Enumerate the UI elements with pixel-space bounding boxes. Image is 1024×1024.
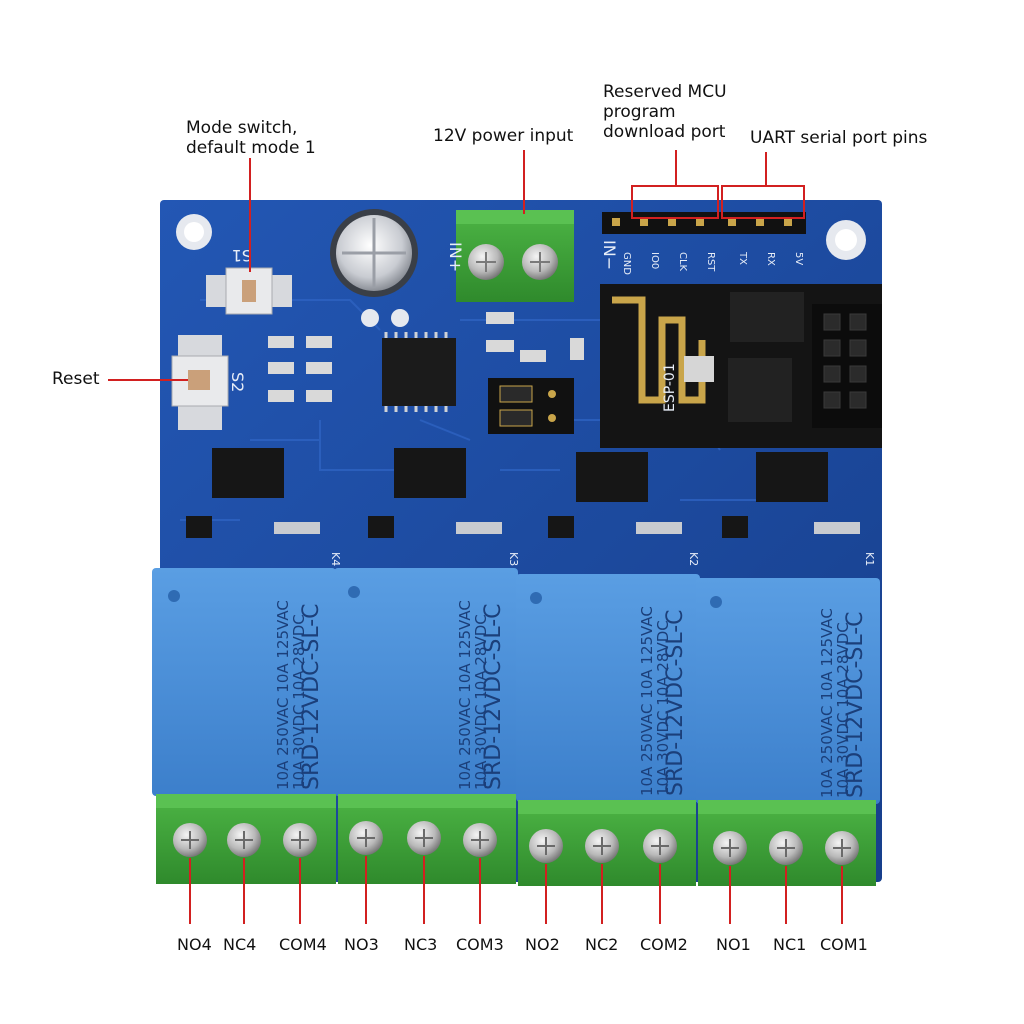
k4-silk: K4	[329, 552, 342, 566]
terminal-label-no2: NO2	[525, 935, 560, 954]
relay-k2	[516, 574, 700, 802]
pin-label-tx: TX	[737, 251, 748, 265]
pin-label-clk: CLK	[677, 252, 688, 272]
mode-switch-s1[interactable]	[206, 267, 292, 315]
terminal-label-no3: NO3	[344, 935, 379, 954]
relay-k3-line1: 10A 250VAC 10A 125VAC	[456, 600, 474, 790]
k2-silk: K2	[687, 552, 700, 566]
k3-silk: K3	[507, 552, 520, 566]
terminal-label-nc2: NC2	[585, 935, 619, 954]
esp01-module[interactable]	[600, 284, 882, 448]
callout-lines	[108, 150, 843, 924]
power-terminal-block[interactable]	[456, 210, 574, 302]
terminal-label-nc3: NC3	[404, 935, 438, 954]
relay-k1-line1: 10A 250VAC 10A 125VAC	[818, 608, 836, 798]
relay-k1-text: SRD-12VDC-SL-C 10A 250VAC 10A 125VAC 10A…	[818, 608, 868, 798]
k1-silk: K1	[863, 552, 876, 566]
reset-label: Reset	[52, 369, 100, 389]
terminal-label-com4: COM4	[279, 935, 327, 954]
mcu-port-label-line1: Reserved MCU	[603, 82, 727, 102]
pin-label-5v: 5V	[793, 252, 804, 265]
relay-k4-text: SRD-12VDC-SL-C 10A 250VAC 10A 125VAC 10A…	[274, 600, 324, 790]
mounting-holes	[176, 214, 866, 327]
mcu-port-label-line2: program	[603, 102, 676, 122]
relay-k3	[334, 568, 518, 796]
terminal-screws[interactable]	[173, 821, 859, 865]
mode-jumper-header[interactable]	[488, 378, 574, 434]
relay-k2-text: SRD-12VDC-SL-C 10A 250VAC 10A 125VAC 10A…	[638, 606, 688, 796]
terminal-label-com1: COM1	[820, 935, 868, 954]
relay-k1	[696, 578, 880, 804]
power-input-label: 12V power input	[433, 126, 574, 146]
mode-switch-label-line2: default mode 1	[186, 138, 316, 158]
relay-k2-line2: 10A 30VDC 10A 28VDC	[654, 620, 672, 796]
electrolytic-capacitor	[330, 209, 418, 297]
mode-switch-label-line1: Mode switch,	[186, 118, 298, 138]
pin-label-io0: IO0	[649, 252, 660, 269]
mcu-port-label-line3: download port	[603, 122, 726, 142]
in-minus-silk: IN−	[600, 240, 619, 270]
relay-k3-text: SRD-12VDC-SL-C 10A 250VAC 10A 125VAC 10A…	[456, 600, 506, 790]
relay-k3-model: SRD-12VDC-SL-C	[481, 603, 506, 790]
relay-k3-line2: 10A 30VDC 10A 28VDC	[472, 614, 490, 790]
mcu-port-label: Reserved MCU program download port	[603, 82, 727, 142]
terminal-label-no1: NO1	[716, 935, 751, 954]
relay-k2-line1: 10A 250VAC 10A 125VAC	[638, 606, 656, 796]
terminal-label-nc1: NC1	[773, 935, 807, 954]
terminal-label-com2: COM2	[640, 935, 688, 954]
reset-switch-s2[interactable]	[171, 335, 229, 430]
screw-slots	[181, 829, 851, 857]
relay-k1-line2: 10A 30VDC 10A 28VDC	[834, 622, 852, 798]
pin-label-rx: RX	[765, 252, 776, 266]
relay-k4	[152, 568, 336, 796]
s1-silk: S1	[232, 246, 252, 265]
relay-k4-line1: 10A 250VAC 10A 125VAC	[274, 600, 292, 790]
optocouplers	[212, 448, 828, 502]
relay-k2-model: SRD-12VDC-SL-C	[663, 609, 688, 796]
terminal-label-no4: NO4	[177, 935, 212, 954]
relay-k4-model: SRD-12VDC-SL-C	[299, 603, 324, 790]
esp01-silk: ESP-01	[662, 363, 678, 412]
smd-components	[268, 312, 584, 402]
s2-silk: S2	[228, 372, 247, 392]
uart-label: UART serial port pins	[750, 128, 928, 148]
mode-switch-label: Mode switch, default mode 1	[186, 118, 316, 158]
pin-labels: GND IO0 CLK RST TX RX 5V	[621, 251, 804, 275]
in-plus-silk: IN+	[446, 242, 465, 272]
terminal-label-com3: COM3	[456, 935, 504, 954]
pin-label-gnd: GND	[621, 252, 632, 275]
pin-label-rst: RST	[705, 252, 716, 272]
main-ic-chip	[382, 332, 456, 412]
terminal-label-nc4: NC4	[223, 935, 257, 954]
relay-k4-line2: 10A 30VDC 10A 28VDC	[290, 614, 308, 790]
transistors-and-diodes	[186, 516, 860, 538]
relay-k1-model: SRD-12VDC-SL-C	[843, 611, 868, 798]
